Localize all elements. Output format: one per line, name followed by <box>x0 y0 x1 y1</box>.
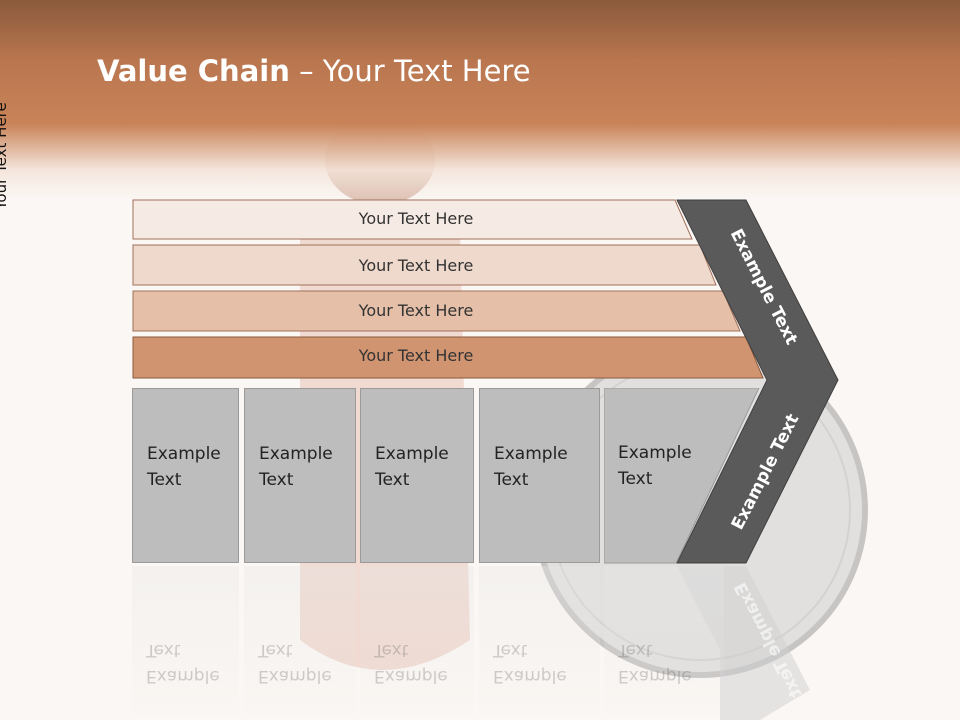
bar-label-2: Your Text Here <box>358 256 474 275</box>
bar-1-shape <box>132 199 693 240</box>
column-5-polygon <box>604 388 760 564</box>
slide-title: Value Chain – Your Text Here <box>97 54 531 88</box>
bar-4-shape <box>132 336 764 379</box>
title-rest: – Your Text Here <box>289 54 531 88</box>
chevron-reflection <box>677 566 810 720</box>
bar-label-4: Your Text Here <box>358 346 474 365</box>
title-bold: Value Chain <box>97 54 290 88</box>
chevron-shape <box>676 199 839 564</box>
bar-2-shape <box>132 244 717 286</box>
bar-3-shape <box>132 290 741 332</box>
header-band <box>0 0 960 200</box>
bar-label-1: Your Text Here <box>358 209 474 228</box>
column-5-shape <box>604 388 760 564</box>
bar-label-3: Your Text Here <box>358 301 474 320</box>
